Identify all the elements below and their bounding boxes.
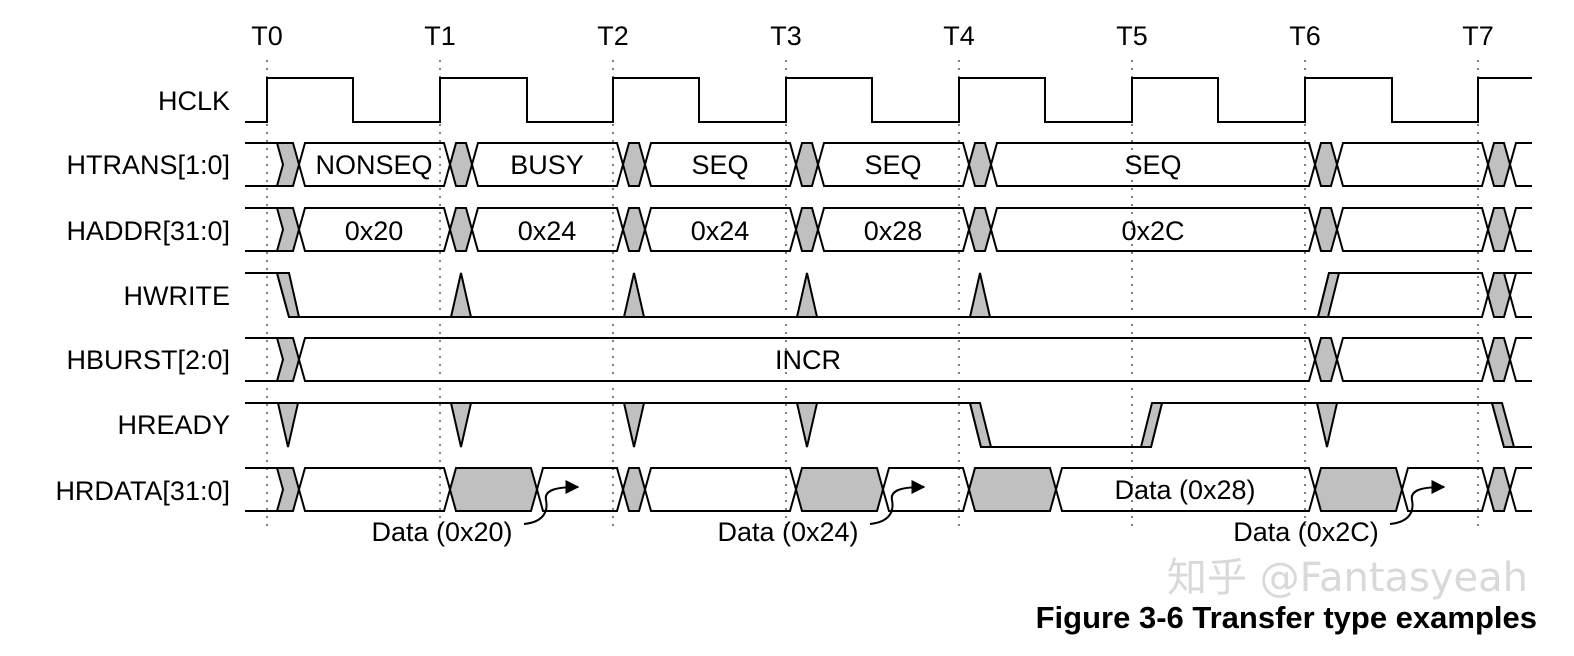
hclk-waveform bbox=[245, 77, 1532, 123]
time-label-t5: T5 bbox=[1116, 21, 1148, 51]
htrans-value-5: SEQ bbox=[1124, 150, 1181, 180]
signal-label-hburst: HBURST[2:0] bbox=[66, 345, 230, 375]
time-label-t3: T3 bbox=[770, 21, 802, 51]
hready-waveform bbox=[245, 402, 1532, 448]
signal-label-haddr: HADDR[31:0] bbox=[66, 216, 230, 246]
callout-arrow-3 bbox=[1389, 480, 1446, 525]
callout-label-2: Data (0x24) bbox=[717, 517, 858, 547]
signal-label-hwrite: HWRITE bbox=[124, 281, 230, 311]
time-label-t1: T1 bbox=[424, 21, 456, 51]
time-label-t4: T4 bbox=[943, 21, 975, 51]
haddr-value-5: 0x2C bbox=[1121, 216, 1184, 246]
haddr-waveform bbox=[245, 207, 1532, 252]
haddr-value-4: 0x28 bbox=[864, 216, 923, 246]
time-labels: T0 T1 T2 T3 T4 T5 T6 T7 bbox=[251, 21, 1494, 51]
callout-label-3: Data (0x2C) bbox=[1233, 517, 1379, 547]
htrans-value-1: NONSEQ bbox=[315, 150, 432, 180]
htrans-value-2: BUSY bbox=[510, 150, 584, 180]
hwrite-waveform bbox=[245, 272, 1532, 318]
htrans-value-3: SEQ bbox=[691, 150, 748, 180]
hrdata-waveform bbox=[245, 467, 1532, 512]
hburst-value: INCR bbox=[775, 345, 841, 375]
haddr-value-2: 0x24 bbox=[518, 216, 577, 246]
clock-guides bbox=[266, 60, 1479, 530]
callout-arrow-2 bbox=[869, 480, 926, 525]
hrdata-inline-value: Data (0x28) bbox=[1114, 475, 1255, 505]
signal-label-hclk: HCLK bbox=[158, 86, 230, 116]
data-callouts: Data (0x20) Data (0x24) Data (0x2C) bbox=[371, 480, 1446, 547]
callout-label-1: Data (0x20) bbox=[371, 517, 512, 547]
time-label-t2: T2 bbox=[597, 21, 629, 51]
signal-label-hrdata: HRDATA[31:0] bbox=[55, 476, 230, 506]
signal-labels: HCLK HTRANS[1:0] HADDR[31:0] HWRITE HBUR… bbox=[55, 86, 230, 506]
watermark: 知乎 @Fantasyeah bbox=[1167, 555, 1528, 601]
time-label-t0: T0 bbox=[251, 21, 283, 51]
figure-caption: Figure 3-6 Transfer type examples bbox=[1036, 600, 1537, 635]
callout-arrow-1 bbox=[523, 480, 580, 525]
htrans-value-4: SEQ bbox=[864, 150, 921, 180]
time-label-t6: T6 bbox=[1289, 21, 1321, 51]
time-label-t7: T7 bbox=[1462, 21, 1494, 51]
htrans-waveform bbox=[245, 142, 1532, 187]
signal-label-hready: HREADY bbox=[117, 410, 230, 440]
hburst-waveform bbox=[245, 337, 1532, 382]
haddr-value-1: 0x20 bbox=[345, 216, 404, 246]
signal-label-htrans: HTRANS[1:0] bbox=[66, 150, 230, 180]
haddr-value-3: 0x24 bbox=[691, 216, 750, 246]
